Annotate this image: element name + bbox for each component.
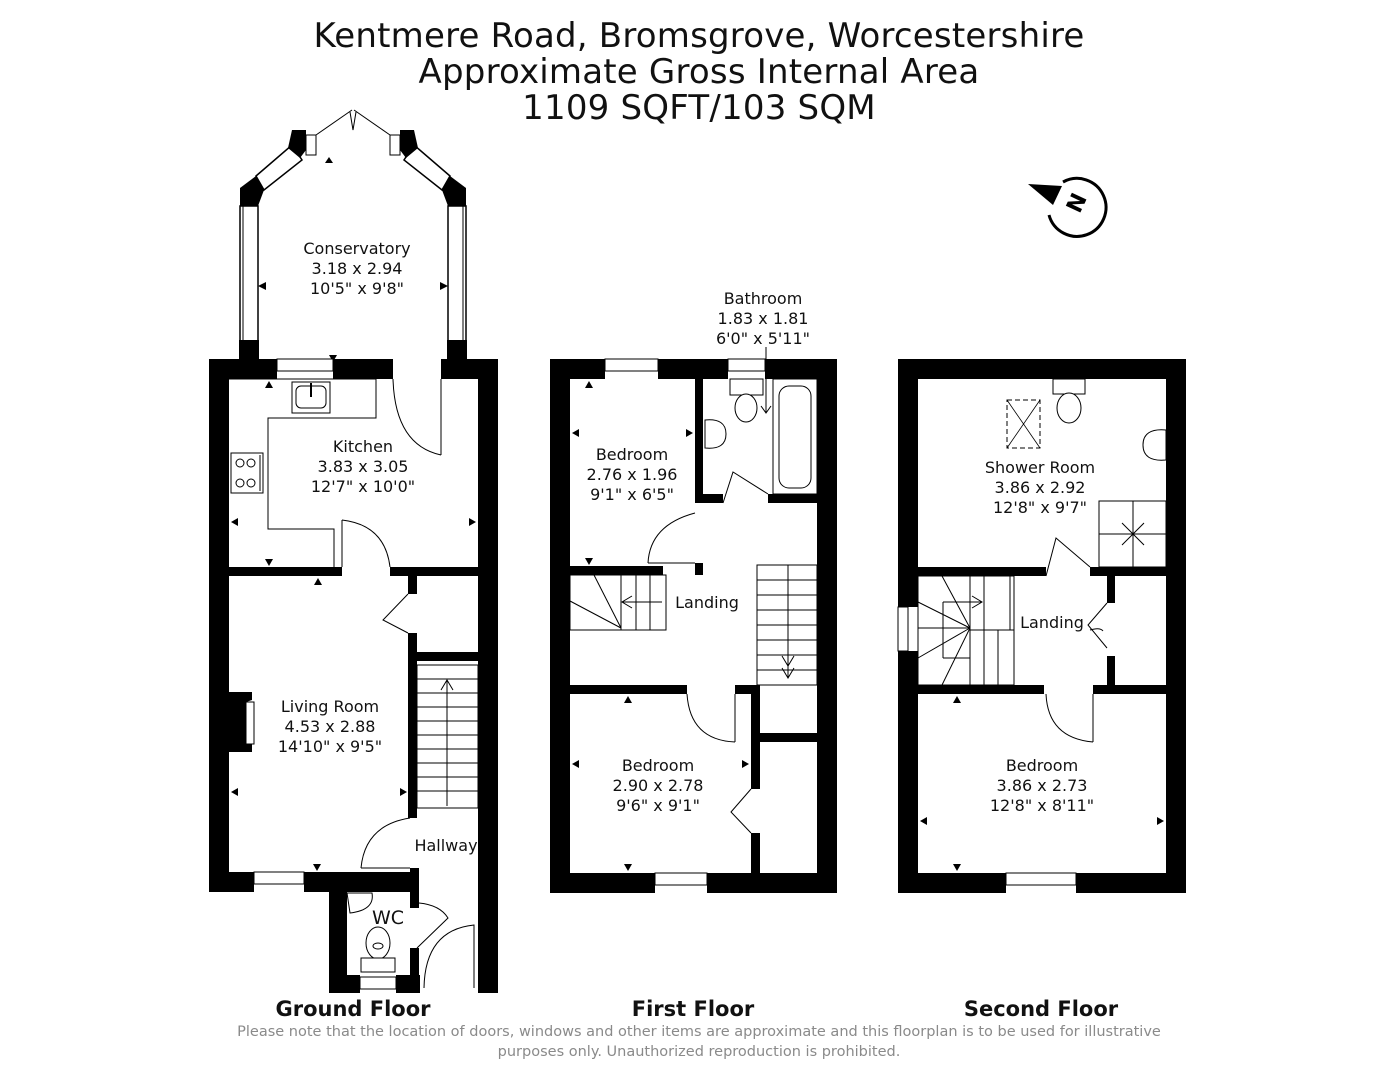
- first-floor-plan: Bathroom 1.83 x 1.81 6'0" x 5'11" Bedroo…: [550, 289, 837, 893]
- first-floor-walls: [550, 358, 837, 893]
- kitchen-imperial: 12'7" x 10'0": [311, 477, 415, 496]
- bedroom-2-imperial: 9'6" x 9'1": [616, 796, 700, 815]
- area-subtitle: Approximate Gross Internal Area: [418, 52, 980, 92]
- wc-fittings: [346, 892, 475, 989]
- ground-floor-walls: [209, 358, 498, 993]
- conservatory-label: Conservatory: [303, 239, 410, 258]
- bedroom-3-metric: 3.86 x 2.73: [997, 776, 1088, 795]
- bathroom-label: Bathroom: [724, 289, 803, 308]
- living-room-metric: 4.53 x 2.88: [285, 717, 376, 736]
- ground-floor-plan: Conservatory 3.18 x 2.94 10'5" x 9'8" Ki…: [209, 109, 498, 993]
- disclaimer-line-2: purposes only. Unauthorized reproduction…: [497, 1044, 901, 1060]
- bedroom-1-imperial: 9'1" x 6'5": [590, 485, 674, 504]
- shower-room-label: Shower Room: [985, 458, 1095, 477]
- kitchen-label: Kitchen: [333, 437, 393, 456]
- hob-icon: [230, 452, 264, 494]
- bedroom-2-metric: 2.90 x 2.78: [613, 776, 704, 795]
- bedroom-1-label: Bedroom: [596, 445, 668, 464]
- first-landing-label: Landing: [675, 593, 739, 612]
- ground-floor-label: Ground Floor: [275, 997, 431, 1021]
- bathroom-imperial: 6'0" x 5'11": [716, 329, 810, 348]
- conservatory-imperial: 10'5" x 9'8": [310, 279, 404, 298]
- first-floor-fittings: [569, 347, 818, 871]
- second-floor-plan: Shower Room 3.86 x 2.92 12'8" x 9'7" Lan…: [897, 359, 1186, 893]
- bedroom-2-label: Bedroom: [622, 756, 694, 775]
- conservatory: [239, 109, 467, 362]
- kitchen-fittings: [229, 378, 476, 568]
- north-compass-icon: N: [1028, 176, 1108, 238]
- living-room-label: Living Room: [281, 697, 379, 716]
- second-floor-walls: [897, 359, 1186, 893]
- hallway-label: Hallway: [414, 836, 477, 855]
- disclaimer-line-1: Please note that the location of doors, …: [237, 1024, 1161, 1040]
- title-block: Kentmere Road, Bromsgrove, Worcestershir…: [0, 18, 1398, 126]
- second-floor-label: Second Floor: [963, 997, 1119, 1021]
- second-landing-label: Landing: [1020, 613, 1084, 632]
- shower-room-metric: 3.86 x 2.92: [995, 478, 1086, 497]
- property-address: Kentmere Road, Bromsgrove, Worcestershir…: [313, 16, 1085, 56]
- compass-north-label: N: [1062, 190, 1092, 217]
- bedroom-3-label: Bedroom: [1006, 756, 1078, 775]
- ground-stairs: [416, 664, 479, 809]
- first-floor-label: First Floor: [631, 997, 755, 1021]
- bathroom-metric: 1.83 x 1.81: [718, 309, 809, 328]
- shower-room-imperial: 12'8" x 9'7": [993, 498, 1087, 517]
- living-room-fittings: [229, 578, 411, 871]
- living-room-imperial: 14'10" x 9'5": [278, 737, 382, 756]
- total-area: 1109 SQFT/103 SQM: [522, 88, 876, 128]
- second-floor-fittings: [917, 378, 1167, 871]
- conservatory-metric: 3.18 x 2.94: [312, 259, 403, 278]
- kitchen-metric: 3.83 x 3.05: [318, 457, 409, 476]
- bedroom-3-imperial: 12'8" x 8'11": [990, 796, 1094, 815]
- disclaimer: Please note that the location of doors, …: [0, 1022, 1398, 1062]
- bedroom-1-metric: 2.76 x 1.96: [587, 465, 678, 484]
- wc-label: WC: [372, 907, 404, 929]
